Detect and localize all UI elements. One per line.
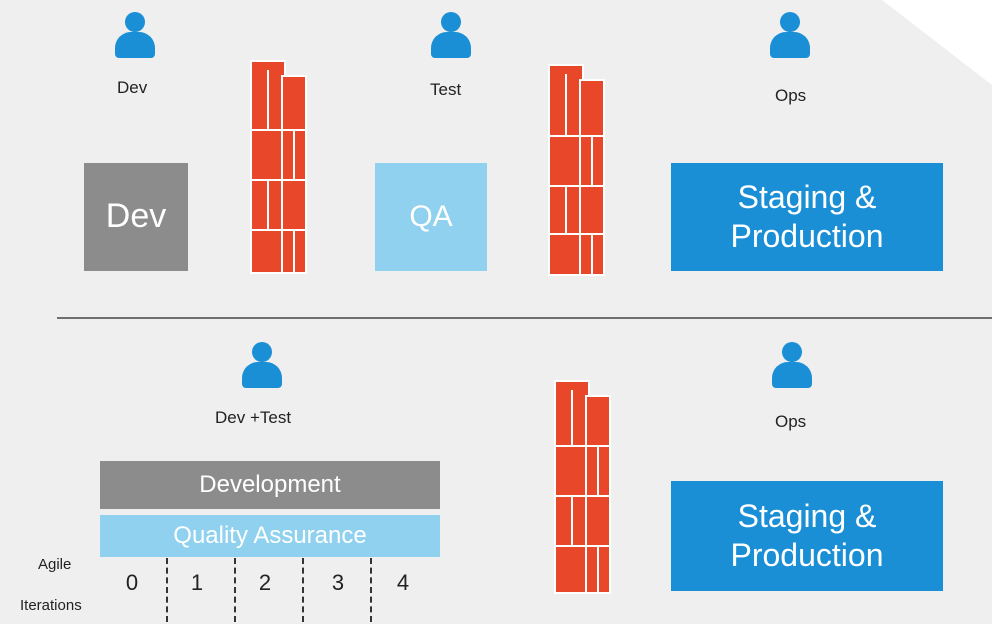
iteration-divider <box>234 558 236 622</box>
ops-person-icon <box>768 12 812 58</box>
ops-person-icon-bottom <box>770 342 814 388</box>
staging-production-box-top: Staging & Production <box>671 163 943 271</box>
brick-wall-3 <box>554 380 611 594</box>
iteration-4: 4 <box>396 570 410 595</box>
qa-stage-box: QA <box>375 163 487 271</box>
agile-label: Agile <box>38 556 72 573</box>
section-divider <box>57 317 992 319</box>
test-person-icon <box>429 12 473 58</box>
role-label-ops: Ops <box>775 86 807 105</box>
iteration-1: 1 <box>190 570 204 595</box>
development-bar: Development <box>100 461 440 509</box>
role-label-test: Test <box>430 80 462 99</box>
iteration-divider <box>370 558 372 622</box>
dev-person-icon <box>113 12 157 58</box>
brick-wall-1 <box>250 60 307 274</box>
brick-wall-2 <box>548 64 605 276</box>
role-label-dev-test: Dev +Test <box>215 408 292 427</box>
dev-test-person-icon <box>240 342 284 388</box>
iteration-divider <box>302 558 304 622</box>
iteration-0: 0 <box>125 570 139 595</box>
iteration-3: 3 <box>331 570 345 595</box>
role-label-ops-bottom: Ops <box>775 412 807 431</box>
role-label-dev: Dev <box>117 78 148 97</box>
staging-production-box-bottom: Staging & Production <box>671 481 943 591</box>
iteration-divider <box>166 558 168 622</box>
dev-stage-box: Dev <box>84 163 188 271</box>
quality-assurance-bar: Quality Assurance <box>100 515 440 557</box>
iteration-2: 2 <box>258 570 272 595</box>
iterations-label: Iterations <box>20 597 82 614</box>
